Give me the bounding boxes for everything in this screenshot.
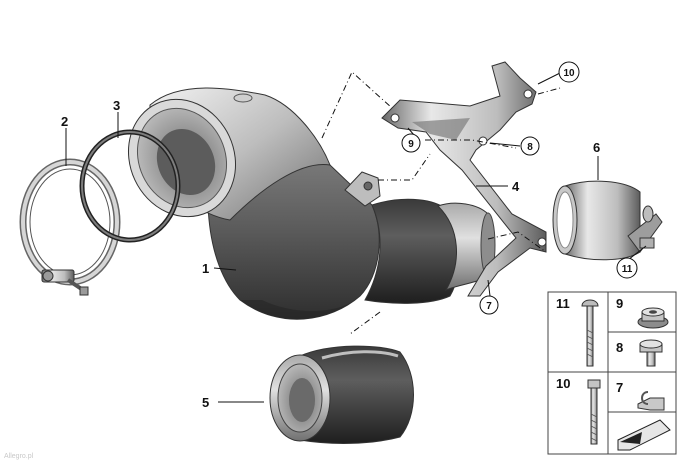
callout-10: 10 <box>563 68 575 79</box>
callout-7-circle: 7 <box>479 295 499 315</box>
callout-5: 5 <box>202 395 209 410</box>
callout-6: 6 <box>593 140 600 155</box>
v-band-clamp <box>19 158 121 296</box>
callout-11-circle: 11 <box>616 257 638 279</box>
callout-9: 9 <box>408 139 414 150</box>
callout-8: 8 <box>527 142 533 153</box>
legend-bolt-10: 10 <box>556 376 601 445</box>
watermark: Allegro.pl <box>4 453 34 460</box>
callout-3: 3 <box>113 98 120 113</box>
mounting-bracket <box>381 61 547 297</box>
legend-label-10: 10 <box>556 376 570 391</box>
assembly-lines <box>321 71 561 335</box>
callout-10-circle: 10 <box>558 61 580 83</box>
legend-label-7: 7 <box>616 380 623 395</box>
legend-label-9: 9 <box>616 296 623 311</box>
callout-11: 11 <box>622 264 633 275</box>
legend-label-8: 8 <box>616 340 623 355</box>
callout-1: 1 <box>202 261 209 276</box>
leader-lines <box>65 72 647 403</box>
exhaust-clamp <box>552 180 663 261</box>
callout-9-circle: 9 <box>401 133 421 153</box>
legend-clip-7: 7 <box>616 380 665 411</box>
direction-arrow-icon <box>617 419 671 451</box>
small-parts-legend: 11 9 8 10 7 <box>547 291 677 455</box>
legend-nut-9: 9 <box>616 296 669 329</box>
callout-4: 4 <box>512 179 520 194</box>
callout-labels: 1 2 3 4 5 6 7 8 9 10 11 <box>61 61 638 410</box>
legend-bolt-11: 11 <box>556 296 599 367</box>
sealing-ring <box>79 129 181 243</box>
callout-7: 7 <box>486 301 492 312</box>
legend-bolt-8: 8 <box>616 339 663 367</box>
callout-2: 2 <box>61 114 68 129</box>
callout-8-circle: 8 <box>520 136 540 156</box>
legend-label-11: 11 <box>556 296 570 311</box>
flex-pipe <box>269 345 414 444</box>
